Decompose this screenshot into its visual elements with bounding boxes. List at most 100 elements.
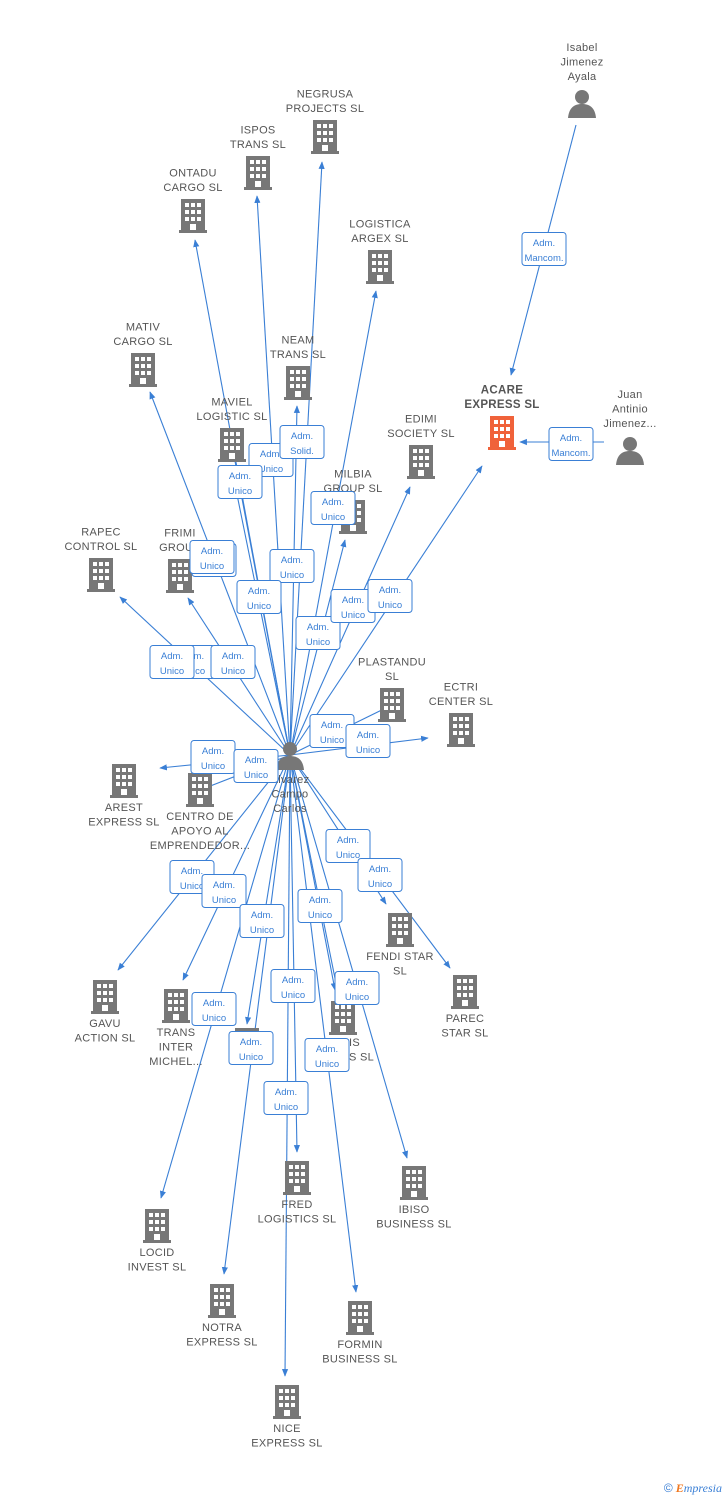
role-badge[interactable]: Adm. Unico [269, 549, 315, 583]
node-fred[interactable]: FRED LOGISTICS SL [258, 1161, 337, 1226]
node-label-line: IBISO [399, 1204, 430, 1216]
role-badge-text: Unico [281, 990, 305, 1001]
node-label-line: CONTROL SL [65, 541, 138, 553]
node-label-line: LOGISTICS SL [258, 1214, 337, 1226]
role-badge-text: Unico [306, 637, 330, 648]
role-badge-text: Adm. [346, 977, 368, 988]
node-juan[interactable]: JuanAntinioJimenez... [603, 389, 656, 465]
role-badge[interactable]: Adm.Unico [149, 645, 195, 679]
role-badge[interactable]: Adm.Unico [325, 829, 371, 863]
role-badge-text: Unico [321, 512, 345, 523]
node-label-line: TRANS SL [270, 349, 326, 361]
role-badge[interactable]: Adm.Unico [295, 616, 341, 650]
role-badge[interactable]: Adm.Unico [236, 580, 282, 614]
node-label-line: Ayala [568, 71, 597, 83]
node-trans[interactable]: TRANSINTERMICHEL... [149, 989, 202, 1068]
role-badge-text: Adm. [560, 433, 582, 444]
relation-edge-19 [182, 754, 291, 981]
role-badge[interactable]: Adm.Solid. [279, 425, 325, 459]
node-label-line: SL [385, 671, 399, 683]
relation-edge-23 [289, 754, 409, 1159]
building-icon [451, 975, 479, 1009]
role-badge[interactable]: Adm. Mancom. [548, 427, 594, 461]
role-badge[interactable]: Adm.Unico [270, 969, 316, 1003]
node-label-line: CENTRO DE [166, 811, 233, 823]
node-label-line: APOYO AL [171, 826, 228, 838]
building-icon [218, 428, 246, 462]
role-badge[interactable]: Adm.Unico [201, 874, 247, 908]
role-badge[interactable]: Adm.Unico [345, 724, 391, 758]
node-label-line: ONTADU [169, 168, 216, 180]
node-label-line: CENTER SL [429, 696, 493, 708]
role-badge-text: Unico [345, 992, 369, 1003]
role-badge[interactable]: Adm.Unico [228, 1031, 274, 1065]
role-badge[interactable]: Adm.Unico [367, 579, 413, 613]
role-badge-box [191, 992, 237, 1026]
role-badge[interactable]: Adm. Unico [310, 491, 356, 525]
role-badge-text: Unico [202, 1013, 226, 1024]
role-badge[interactable]: Adm.Unico [233, 749, 279, 783]
role-badge[interactable]: Adm.Unico [297, 889, 343, 923]
role-badge[interactable]: Adm.Unico [304, 1038, 350, 1072]
role-badge[interactable]: Adm.Unico [191, 992, 237, 1026]
node-label-line: Campo [272, 789, 309, 801]
role-badge[interactable]: Adm.Mancom. [521, 232, 567, 266]
building-icon [329, 1001, 357, 1035]
role-badge-text: Adm. [281, 555, 303, 566]
role-badge-text: Adm. [260, 449, 282, 460]
building-icon [366, 250, 394, 284]
role-badge[interactable]: Adm.Unico [239, 904, 285, 938]
role-badge[interactable]: Adm.Unico [263, 1081, 309, 1115]
node-label-line: FRED [281, 1199, 312, 1211]
role-badge-text: Adm. [533, 238, 555, 249]
node-label-line: EDIMI [405, 414, 437, 426]
role-badge-text: Unico [320, 735, 344, 746]
role-badge[interactable]: Adm.Unico [357, 858, 403, 892]
role-badge[interactable]: Adm.Unico [190, 740, 236, 774]
node-label-line: EXPRESS SL [464, 399, 539, 411]
role-badge[interactable]: Adm.Unico [210, 645, 256, 679]
role-badge-box [334, 971, 380, 1005]
role-badge-text: Unico [280, 570, 304, 581]
node-is[interactable]: ISS SL [329, 1001, 374, 1064]
role-badge-box [189, 540, 235, 574]
role-badge-text: Mancom. [551, 448, 590, 459]
role-badge[interactable]: Adm.Unico [217, 465, 263, 499]
node-label-line: Jimenez [560, 57, 603, 69]
building-icon [378, 688, 406, 722]
role-badge-text: Unico [201, 761, 225, 772]
building-icon [447, 713, 475, 747]
role-badge-text: Adm. [322, 497, 344, 508]
role-badge[interactable]: Adm.Unico [189, 540, 235, 574]
node-label-line: EXPRESS SL [88, 817, 159, 829]
node-label-line: TRANS [157, 1027, 196, 1039]
role-badge-box [345, 724, 391, 758]
role-badge[interactable]: Adm. Unico [334, 971, 380, 1005]
role-badge-text: Adm. [357, 730, 379, 741]
role-badge-text: Adm. [369, 864, 391, 875]
